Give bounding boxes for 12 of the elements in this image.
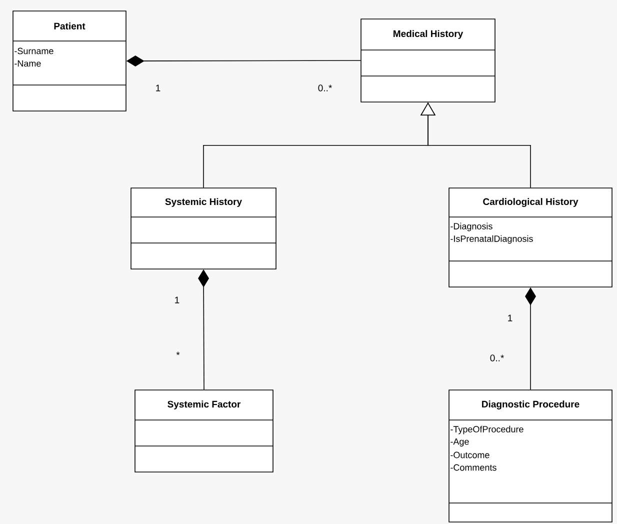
multiplicity-label: 1 <box>175 296 180 304</box>
class-box: Cardiological History -Diagnosis -IsPrenatalDiagnosis <box>448 188 612 288</box>
multiplicity-label: 0..* <box>318 84 332 92</box>
class-box: Patient -Surname -Name <box>12 10 126 112</box>
class-box: Medical History <box>360 18 496 102</box>
multiplicity-label: 0..* <box>490 354 504 362</box>
multiplicity-label: 1 <box>508 314 512 322</box>
multiplicity-label: * <box>176 352 180 356</box>
class-box: Systemic Factor <box>134 390 274 472</box>
multiplicity-label: 1 <box>156 84 160 92</box>
class-box: Systemic History <box>130 188 276 270</box>
class-box: Diagnostic Procedure -TypeOfProcedure -Age -Outcome -Comments <box>448 390 612 522</box>
